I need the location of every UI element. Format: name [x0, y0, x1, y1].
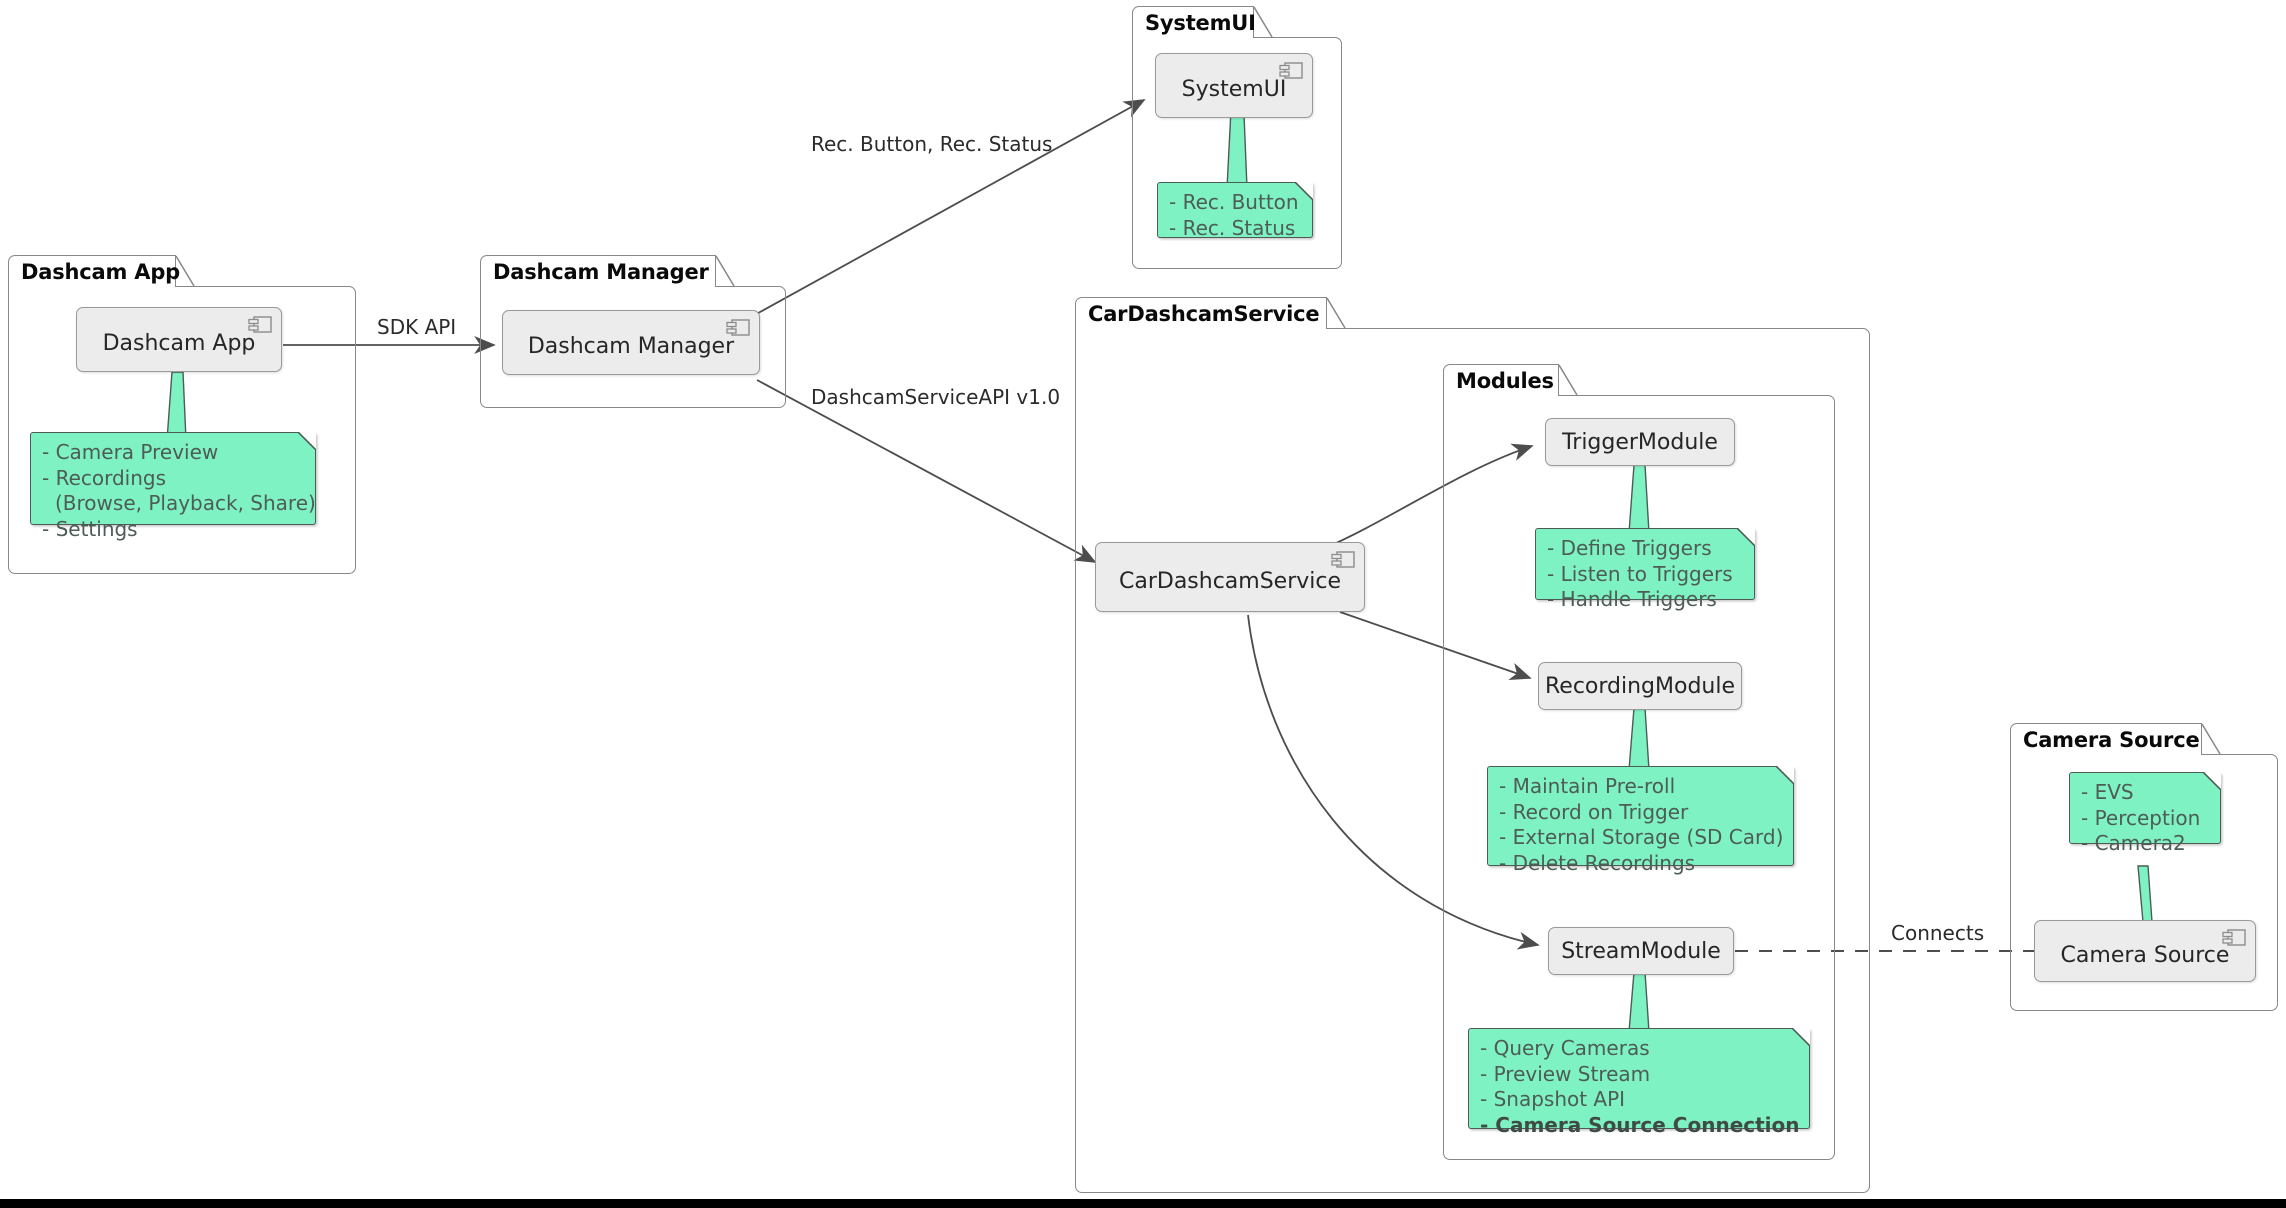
footer-band	[0, 1199, 2286, 1208]
note-recording-module-lines: - Maintain Pre-roll - Record on Trigger …	[1488, 767, 1793, 883]
package-tab-slant	[1327, 297, 1347, 329]
note-trigger-module: - Define Triggers - Listen to Triggers -…	[1535, 527, 1756, 611]
package-tab-slant	[2202, 723, 2222, 755]
package-tab-slant	[1254, 6, 1274, 38]
note-line: - Handle Triggers	[1547, 587, 1717, 612]
note-line: - Listen to Triggers	[1547, 561, 1733, 586]
note-line: - Record on Trigger	[1499, 799, 1689, 824]
note-line: - EVS	[2081, 780, 2134, 804]
component-dashcam-manager-label: Dashcam Manager	[527, 334, 735, 359]
package-system-ui-title: SystemUI	[1145, 10, 1256, 35]
note-line: - Preview Stream	[1480, 1061, 1651, 1086]
component-dashcam-app[interactable]: Dashcam App	[76, 307, 282, 372]
note-fold-icon	[1736, 527, 1756, 547]
uml-component-icon	[248, 316, 272, 333]
package-car-dashcam-service-tab: CarDashcamService	[1075, 297, 1327, 329]
note-line: - Snapshot API	[1480, 1087, 1626, 1112]
package-system-ui-tab: SystemUI	[1132, 6, 1256, 38]
note-line: - Query Cameras	[1480, 1036, 1650, 1060]
note-trigger-module-lines: - Define Triggers - Listen to Triggers -…	[1536, 529, 1754, 620]
package-camera-source-tab: Camera Source	[2010, 723, 2202, 755]
note-system-ui: - Rec. Button - Rec. Status	[1157, 181, 1314, 240]
edge-label-rec-button-status: Rec. Button, Rec. Status	[811, 132, 1053, 156]
package-car-dashcam-service-title: CarDashcamService	[1088, 301, 1320, 326]
package-dashcam-manager-title: Dashcam Manager	[493, 259, 709, 284]
package-dashcam-app-body	[8, 286, 356, 574]
package-dashcam-app-tab: Dashcam App	[8, 255, 180, 287]
note-line: - Define Triggers	[1547, 536, 1712, 560]
package-modules-title: Modules	[1456, 368, 1554, 393]
note-line: - Maintain Pre-roll	[1499, 774, 1676, 798]
component-camera-source[interactable]: Camera Source	[2034, 920, 2256, 982]
note-line: - Rec. Button	[1169, 190, 1299, 214]
component-system-ui[interactable]: SystemUI	[1155, 53, 1313, 118]
note-camera-source: - EVS - Perception - Camera2	[2069, 771, 2222, 855]
component-dashcam-manager[interactable]: Dashcam Manager	[502, 310, 760, 375]
uml-component-icon	[726, 319, 750, 336]
note-line: - Recordings	[42, 465, 167, 490]
component-system-ui-label: SystemUI	[1181, 77, 1287, 102]
package-car-dashcam-service-body	[1075, 328, 1870, 1193]
note-fold-icon	[2202, 771, 2222, 791]
note-line: - Settings	[42, 516, 138, 541]
package-tab-slant	[716, 255, 736, 287]
note-line: - Camera Source Connection	[1480, 1112, 1800, 1137]
note-line: - Perception	[2081, 805, 2201, 830]
component-car-dashcam-service[interactable]: CarDashcamService	[1095, 542, 1365, 612]
component-stream-module[interactable]: StreamModule	[1548, 927, 1734, 975]
note-line: - Delete Recordings	[1499, 850, 1696, 875]
component-dashcam-app-label: Dashcam App	[102, 331, 256, 356]
note-stream-module-lines: - Query Cameras - Preview Stream - Snaps…	[1469, 1029, 1809, 1145]
note-line: (Browse, Playback, Share)	[55, 491, 316, 516]
package-tab-slant	[1559, 364, 1579, 396]
note-fold-icon	[1775, 765, 1795, 785]
note-line: - Camera Preview	[42, 440, 219, 464]
package-dashcam-app-title: Dashcam App	[21, 259, 180, 284]
note-line: - External Storage (SD Card)	[1499, 825, 1784, 850]
component-recording-module-label: RecordingModule	[1544, 673, 1736, 699]
note-line: - Camera2	[2081, 831, 2186, 856]
package-camera-source-title: Camera Source	[2023, 727, 2200, 752]
uml-component-icon	[2222, 929, 2246, 946]
component-camera-source-label: Camera Source	[2060, 942, 2230, 968]
edge-label-connects: Connects	[1891, 921, 1985, 945]
package-tab-slant	[176, 255, 196, 287]
note-line: - Rec. Status	[1169, 215, 1296, 240]
package-dashcam-manager-tab: Dashcam Manager	[480, 255, 716, 287]
note-fold-icon	[1791, 1027, 1811, 1047]
note-recording-module: - Maintain Pre-roll - Record on Trigger …	[1487, 765, 1795, 875]
note-camera-source-lines: - EVS - Perception - Camera2	[2070, 773, 2220, 864]
edge-label-sdk-api: SDK API	[377, 315, 457, 339]
component-car-dashcam-service-label: CarDashcamService	[1118, 568, 1342, 594]
note-system-ui-lines: - Rec. Button - Rec. Status	[1158, 183, 1312, 248]
note-fold-icon	[297, 431, 317, 451]
uml-component-icon	[1331, 551, 1355, 568]
note-fold-icon	[1294, 181, 1314, 201]
note-stream-module: - Query Cameras - Preview Stream - Snaps…	[1468, 1027, 1811, 1137]
component-trigger-module-label: TriggerModule	[1562, 429, 1718, 455]
note-dashcam-app-lines: - Camera Preview - Recordings (Browse, P…	[31, 433, 316, 549]
edge-label-dashcam-service-api: DashcamServiceAPI v1.0	[811, 385, 1061, 409]
component-trigger-module[interactable]: TriggerModule	[1545, 418, 1735, 466]
component-recording-module[interactable]: RecordingModule	[1538, 662, 1742, 710]
uml-component-icon	[1279, 62, 1303, 79]
package-modules-tab: Modules	[1443, 364, 1559, 396]
note-dashcam-app: - Camera Preview - Recordings (Browse, P…	[30, 431, 317, 541]
component-stream-module-label: StreamModule	[1561, 938, 1721, 964]
